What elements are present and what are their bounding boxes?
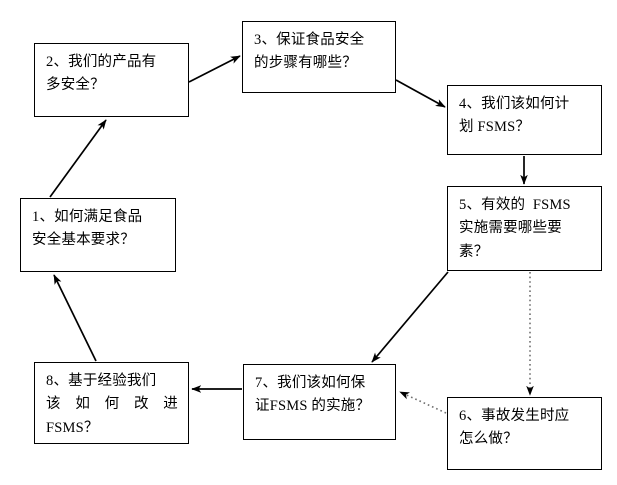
- node-6-line-1: 6、事故发生时应: [459, 408, 570, 424]
- node-3-line-2: 的步骤有哪些？: [254, 55, 357, 72]
- node-6-line-2: 怎么做？: [459, 431, 518, 448]
- node-4-line-1: 4、我们该如何计: [459, 96, 570, 112]
- node-4-line-2: 划 FSMS？: [459, 119, 531, 136]
- node-3-line-1: 3、保证食品安全: [254, 32, 365, 48]
- node-2-line-1: 2、我们的产品有: [46, 54, 157, 70]
- node-1-line-1: 1、如何满足食品: [32, 209, 143, 225]
- node-6[interactable]: 6、事故发生时应 怎么做？: [447, 397, 602, 470]
- node-8-line-3: FSMS？: [46, 419, 99, 436]
- node-5-line-2: 实施需要哪些要: [459, 220, 562, 237]
- edge-6-to-7: [399, 391, 447, 414]
- node-3[interactable]: 3、保证食品安全 的步骤有哪些？: [242, 21, 396, 93]
- node-8-line-2: 该 如 何 改 进: [46, 396, 178, 413]
- edge-1-to-2: [49, 119, 107, 198]
- node-5[interactable]: 5、有效的 FSMS 实施需要哪些要 素？: [447, 186, 602, 271]
- node-2-line-2: 多安全？: [46, 77, 105, 94]
- node-7[interactable]: 7、我们该如何保 证FSMS 的实施？: [243, 364, 396, 440]
- node-5-line-3: 素？: [459, 243, 489, 260]
- edge-5-to-7: [371, 271, 449, 363]
- node-7-line-2: 证FSMS 的实施？: [255, 398, 371, 415]
- node-8-line-1: 8、基于经验我们: [46, 373, 157, 389]
- node-1[interactable]: 1、如何满足食品 安全基本要求？: [20, 198, 176, 272]
- edge-8-to-1: [53, 274, 97, 362]
- node-1-line-2: 安全基本要求？: [32, 232, 135, 249]
- node-7-line-1: 7、我们该如何保: [255, 375, 366, 391]
- edge-2-to-3: [188, 55, 241, 83]
- node-4[interactable]: 4、我们该如何计 划 FSMS？: [447, 85, 602, 155]
- node-8[interactable]: 8、基于经验我们 该 如 何 改 进 FSMS？: [34, 362, 189, 444]
- node-5-line-1: 5、有效的 FSMS: [459, 197, 571, 213]
- edge-3-to-4: [395, 79, 446, 108]
- node-2[interactable]: 2、我们的产品有 多安全？: [34, 43, 189, 117]
